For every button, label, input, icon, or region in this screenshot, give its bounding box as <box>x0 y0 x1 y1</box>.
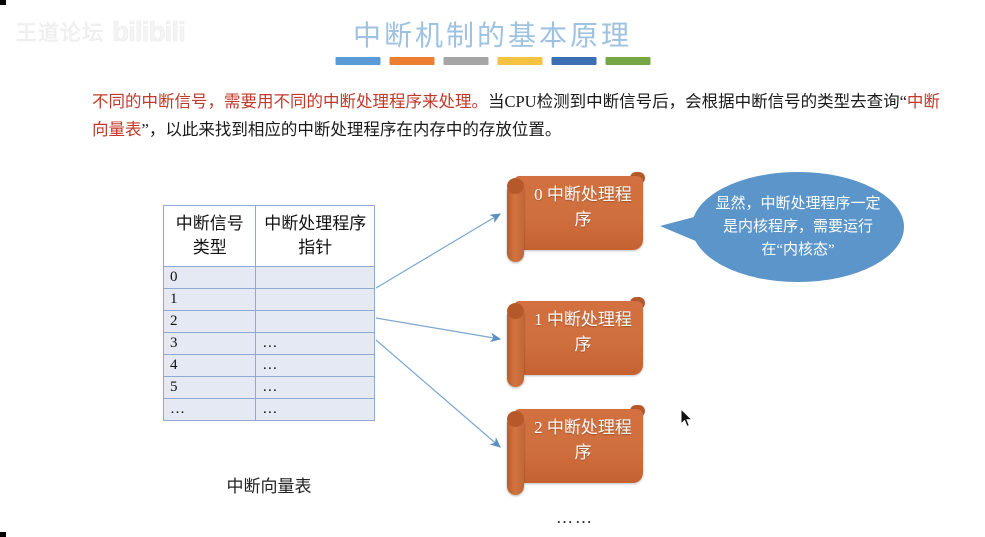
cell-signal-type: 0 <box>162 266 257 289</box>
watermark: 王道论坛 bilibili <box>16 10 216 54</box>
title-bar-5 <box>551 57 596 65</box>
handler-scroll-0: 0 中断处理程序 <box>501 172 651 262</box>
cell-signal-type: 2 <box>162 310 257 333</box>
table-row: 3 … <box>162 332 375 355</box>
table-header-signal-type: 中断信号类型 <box>162 205 257 267</box>
handler-scroll-1: 1 中断处理程序 <box>501 297 651 387</box>
table-row: 1 <box>162 288 375 311</box>
scroll-roll-left-icon <box>507 415 524 495</box>
body-highlight-2: 中断向量表 <box>92 92 940 139</box>
handler-label: 0 中断处理程序 <box>534 185 632 229</box>
handlers-ellipsis: …… <box>556 508 594 527</box>
cell-handler-pointer <box>255 288 375 311</box>
cell-handler-pointer <box>255 310 375 333</box>
scroll-body <box>515 176 643 250</box>
callout-bubble: 显然，中断处理程序一定是内核程序，需要运行在“内核态” <box>660 172 904 282</box>
title-bar-2 <box>389 57 434 65</box>
scroll-knob-left-icon <box>507 303 524 319</box>
title-decor-bars <box>335 57 650 65</box>
cell-handler-pointer: … <box>255 398 375 421</box>
scroll-roll-left-icon <box>507 307 524 387</box>
watermark-text: 王道论坛 <box>16 22 104 46</box>
title-bar-1 <box>335 57 380 65</box>
body-paragraph: 不同的中断信号，需要用不同的中断处理程序来处理。当CPU检测到中断信号后，会根据… <box>92 88 952 144</box>
cell-signal-type: … <box>162 398 257 421</box>
body-highlight-1: 不同的中断信号，需要用不同的中断处理程序来处理。 <box>92 92 488 111</box>
title-bar-3 <box>443 57 488 65</box>
arrow-row1-to-handler1 <box>375 317 502 343</box>
bubble-text: 显然，中断处理程序一定是内核程序，需要运行在“内核态” <box>715 195 881 258</box>
table-row: 5 … <box>162 376 375 399</box>
page-title: 中断机制的基本原理 <box>352 21 632 52</box>
arrow-row2-to-handler2 <box>375 339 501 448</box>
scroll-roll-left-icon <box>507 182 524 262</box>
body-plain-2: ”，以此来找到相应的中断处理程序在内存中的存放位置。 <box>141 120 562 139</box>
table-row: 2 <box>162 310 375 333</box>
table-row: 0 <box>162 266 375 289</box>
cell-handler-pointer <box>255 266 375 289</box>
handler-label: 2 中断处理程序 <box>534 418 632 462</box>
interrupt-vector-table: 中断信号类型 中断处理程序指针 0 1 2 3 … 4 … <box>162 205 375 421</box>
bubble-tail <box>660 216 698 242</box>
body-plain-1: 当CPU检测到中断信号后，会根据中断信号的类型去查询“ <box>488 92 907 111</box>
handler-label: 1 中断处理程序 <box>534 310 632 354</box>
title-bar-6 <box>605 57 650 65</box>
cell-signal-type: 5 <box>162 376 257 399</box>
bilibili-logo: bilibili <box>112 16 186 48</box>
frame-corner-bottom-left <box>0 532 6 537</box>
cell-handler-pointer: … <box>255 354 375 377</box>
table-row: 4 … <box>162 354 375 377</box>
cell-handler-pointer: … <box>255 332 375 355</box>
table-row: … … <box>162 398 375 421</box>
scroll-body <box>515 409 643 483</box>
cell-signal-type: 3 <box>162 332 257 355</box>
handler-scroll-2: 2 中断处理程序 <box>501 405 651 495</box>
mouse-cursor <box>680 408 694 428</box>
arrow-row0-to-handler0 <box>375 213 502 289</box>
table-body: 中断信号类型 中断处理程序指针 0 1 2 3 … 4 … <box>162 205 375 421</box>
table-header-handler-pointer: 中断处理程序指针 <box>255 205 375 267</box>
table-header-row: 中断信号类型 中断处理程序指针 <box>162 205 375 267</box>
cell-signal-type: 4 <box>162 354 257 377</box>
scroll-knob-left-icon <box>507 411 524 427</box>
scroll-knob-left-icon <box>507 178 524 194</box>
frame-corner-top-left <box>0 0 6 5</box>
scroll-body <box>515 301 643 375</box>
cell-handler-pointer: … <box>255 376 375 399</box>
table-caption: 中断向量表 <box>226 477 312 496</box>
cell-signal-type: 1 <box>162 288 257 311</box>
title-bar-4 <box>497 57 542 65</box>
